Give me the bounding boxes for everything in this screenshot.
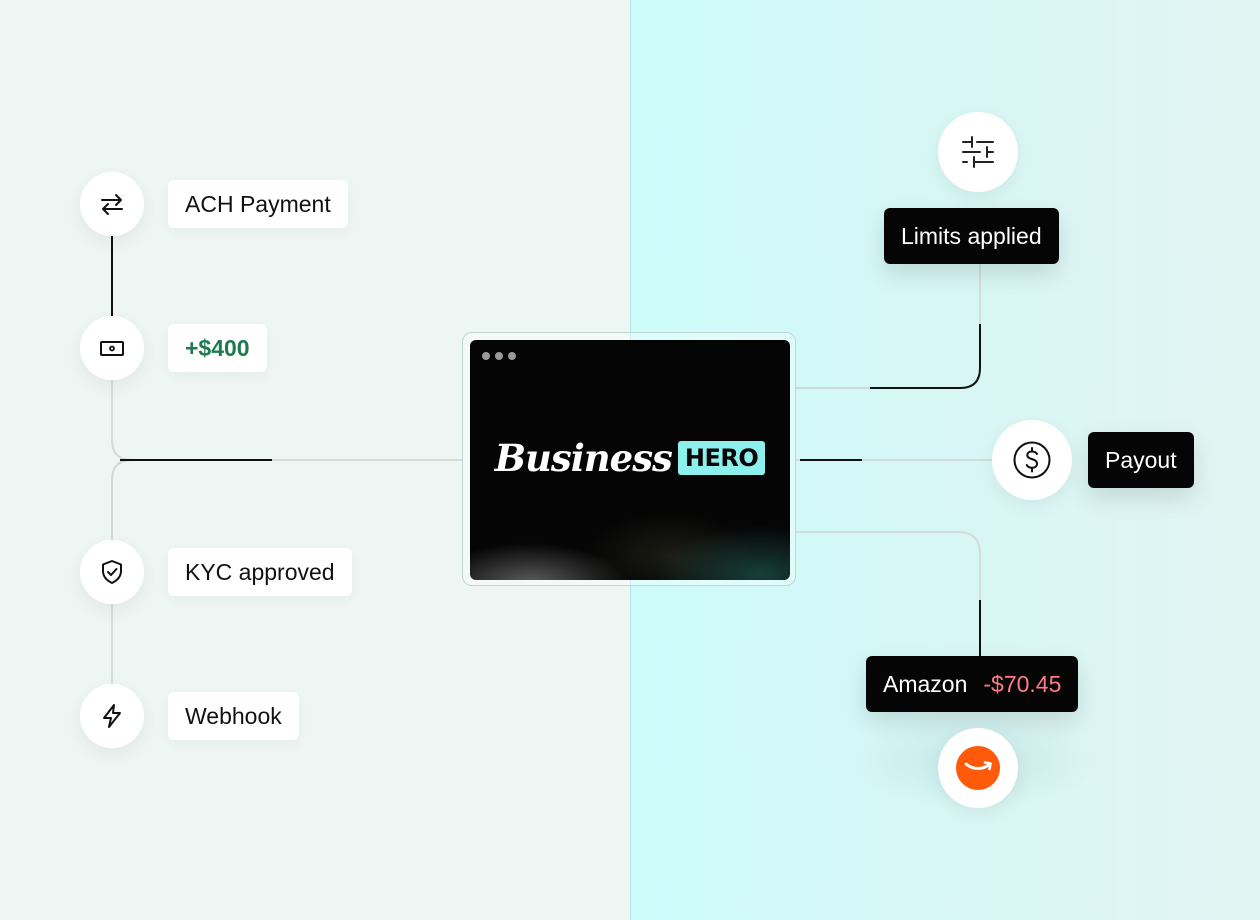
ach-payment-node[interactable] <box>80 172 144 236</box>
amazon-icon <box>956 746 1000 790</box>
spine-center-to-kyc <box>111 459 133 540</box>
app-window[interactable]: Business HERO <box>470 340 790 580</box>
lightning-icon <box>103 704 121 728</box>
cash-icon <box>100 341 124 356</box>
transaction-amount: -$70.45 <box>983 670 1062 697</box>
merchant-name: Amazon <box>883 670 968 697</box>
business-hero-logo: Business HERO <box>470 436 790 480</box>
shield-check-icon <box>102 560 122 584</box>
ach-payment-label: ACH Payment <box>168 180 348 228</box>
amazon-transaction-label: Amazon -$70.45 <box>866 656 1079 712</box>
kyc-node[interactable] <box>80 540 144 604</box>
window-dot <box>508 352 516 360</box>
webhook-node[interactable] <box>80 684 144 748</box>
limits-connector <box>796 324 981 389</box>
window-dot <box>482 352 490 360</box>
window-controls <box>482 352 516 360</box>
logo-script-text: Business <box>494 436 673 480</box>
kyc-approved-label: KYC approved <box>168 548 352 596</box>
transfer-arrows-icon <box>101 194 123 215</box>
dollar-circle-icon <box>1013 441 1051 479</box>
webhook-label: Webhook <box>168 692 299 740</box>
payout-label: Payout <box>1088 432 1194 488</box>
amazon-connector <box>796 531 981 600</box>
sliders-icon <box>962 136 994 168</box>
amazon-node[interactable] <box>938 728 1018 808</box>
logo-badge-text: HERO <box>677 441 766 475</box>
spine-cash-to-center <box>111 380 462 461</box>
limits-applied-label: Limits applied <box>884 208 1059 264</box>
limits-node[interactable] <box>938 112 1018 192</box>
cash-node[interactable] <box>80 316 144 380</box>
amount-credit-label: +$400 <box>168 324 267 372</box>
window-dot <box>495 352 503 360</box>
payout-node[interactable] <box>992 420 1072 500</box>
